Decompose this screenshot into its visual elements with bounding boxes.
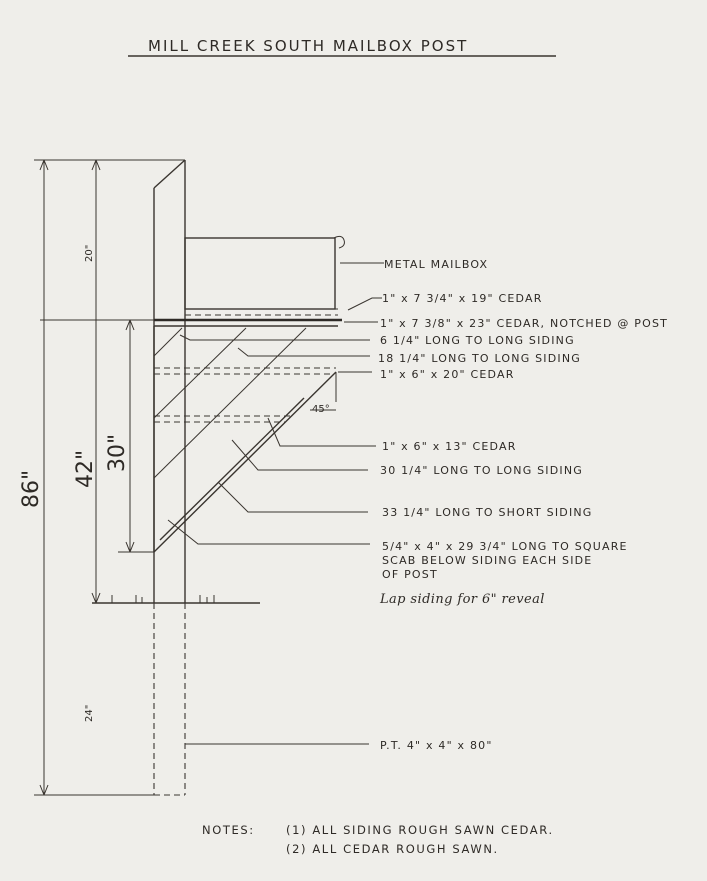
notes-heading: NOTES: bbox=[202, 823, 255, 837]
angle-label: 45° bbox=[312, 404, 330, 415]
callout-6-1-4-siding: 6 1/4" LONG TO LONG SIDING bbox=[380, 334, 575, 347]
callout-scab-line-1: 5/4" x 4" x 29 3/4" LONG TO SQUARE bbox=[382, 540, 628, 553]
scab-diagonal bbox=[159, 397, 305, 541]
leader-cedar-13 bbox=[267, 417, 376, 447]
callout-cedar-13: 1" x 6" x 13" CEDAR bbox=[382, 440, 517, 453]
leader-6-1-4 bbox=[179, 334, 370, 341]
callout-33-1-4-siding: 33 1/4" LONG TO SHORT SIDING bbox=[382, 506, 593, 519]
siding-diag-1 bbox=[153, 327, 183, 357]
leader-33-1-4 bbox=[217, 481, 368, 513]
callout-lap-siding: Lap siding for 6" reveal bbox=[379, 592, 545, 607]
callout-cedar-20: 1" x 6" x 20" CEDAR bbox=[380, 368, 515, 381]
leader-30-1-4 bbox=[231, 439, 368, 471]
note-2: (2) ALL CEDAR ROUGH SAWN. bbox=[286, 842, 499, 856]
siding-diag-2 bbox=[153, 327, 247, 419]
callout-cedar-23: 1" x 7 3/8" x 23" CEDAR, NOTCHED @ POST bbox=[380, 317, 668, 330]
metal-mailbox bbox=[184, 237, 336, 310]
leader-base-board bbox=[347, 297, 382, 311]
leader-18-1-4 bbox=[237, 347, 370, 357]
dim-20-label: 20" bbox=[84, 245, 95, 262]
dim-overall-arrows bbox=[39, 159, 49, 796]
dim-42-label: 42" bbox=[73, 450, 98, 488]
callout-18-1-4-siding: 18 1/4" LONG TO LONG SIDING bbox=[378, 352, 581, 365]
leader-scab bbox=[167, 519, 370, 545]
drawing-title: MILL CREEK SOUTH MAILBOX POST bbox=[148, 37, 468, 55]
callout-scab-line-3: OF POST bbox=[382, 568, 438, 581]
dim-24-label: 24" bbox=[84, 705, 95, 722]
grass-ticks bbox=[111, 595, 215, 603]
bracket-diagonal bbox=[153, 371, 337, 553]
dim-overall-label: 86" bbox=[19, 470, 44, 508]
dim-42-arrows bbox=[91, 159, 101, 604]
callout-scab-line-2: SCAB BELOW SIDING EACH SIDE bbox=[382, 554, 592, 567]
post-top-bevel bbox=[153, 159, 186, 189]
callout-cedar-19: 1" x 7 3/4" x 19" CEDAR bbox=[382, 292, 543, 305]
dim-30-arrows bbox=[125, 319, 135, 553]
note-1: (1) ALL SIDING ROUGH SAWN CEDAR. bbox=[286, 823, 554, 837]
dim-30-label: 30" bbox=[105, 434, 130, 472]
callout-pt-post: P.T. 4" x 4" x 80" bbox=[380, 739, 493, 752]
siding-diag-3 bbox=[153, 327, 307, 479]
mailbox-latch bbox=[333, 235, 345, 249]
callout-metal-mailbox: METAL MAILBOX bbox=[384, 258, 488, 271]
callout-30-1-4-siding: 30 1/4" LONG TO LONG SIDING bbox=[380, 464, 583, 477]
